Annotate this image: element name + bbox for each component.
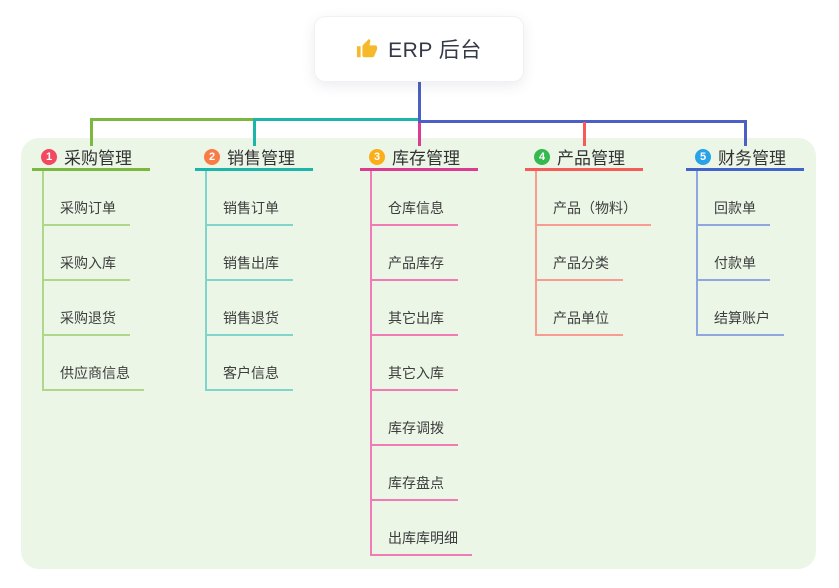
branch-node-2[interactable]: 2 销售管理 bbox=[195, 145, 313, 171]
children-connector-line bbox=[696, 171, 698, 335]
branch-label: 采购管理 bbox=[64, 149, 132, 168]
child-node[interactable]: 回款单 bbox=[696, 198, 770, 226]
branch-children: 产品（物料） 产品分类产品单位 bbox=[525, 171, 651, 336]
child-row: 产品库存 bbox=[360, 226, 478, 281]
children-connector-line bbox=[205, 171, 207, 390]
child-node[interactable]: 产品分类 bbox=[535, 253, 623, 281]
thumbs-up-icon bbox=[357, 38, 378, 58]
child-row: 客户信息 bbox=[195, 336, 313, 391]
child-node[interactable]: 库存盘点 bbox=[370, 473, 458, 501]
child-row: 销售订单 bbox=[195, 171, 313, 226]
branch-1: 1 采购管理采购订单采购入库采购退货供应商信息 bbox=[32, 145, 150, 391]
branch-children: 仓库信息产品库存其它出库其它入库库存调拨库存盘点出库库明细 bbox=[360, 171, 478, 556]
branch-number-badge: 5 bbox=[695, 148, 711, 165]
child-node[interactable]: 其它入库 bbox=[370, 363, 458, 391]
branch-1-drop-line bbox=[89, 118, 93, 146]
child-node[interactable]: 仓库信息 bbox=[370, 198, 458, 226]
child-row: 回款单 bbox=[686, 171, 804, 226]
child-row: 产品分类 bbox=[525, 226, 651, 281]
child-row: 库存调拨 bbox=[360, 391, 478, 446]
root-node[interactable]: ERP 后台 bbox=[315, 17, 523, 81]
root-trunk-line bbox=[417, 81, 421, 123]
branch-2: 2 销售管理销售订单销售出库销售退货客户信息 bbox=[195, 145, 313, 391]
branch-label: 库存管理 bbox=[392, 149, 460, 168]
child-row: 出库库明细 bbox=[360, 501, 478, 556]
branches-panel-background bbox=[21, 138, 816, 569]
child-node[interactable]: 供应商信息 bbox=[42, 363, 144, 391]
child-node[interactable]: 库存调拨 bbox=[370, 418, 458, 446]
branch-node-4[interactable]: 4 产品管理 bbox=[525, 145, 643, 171]
child-row: 产品单位 bbox=[525, 281, 651, 336]
child-node[interactable]: 产品单位 bbox=[535, 308, 623, 336]
child-node[interactable]: 客户信息 bbox=[205, 363, 293, 391]
child-node[interactable]: 采购入库 bbox=[42, 253, 130, 281]
branch-2-drop-line bbox=[252, 118, 256, 146]
child-node[interactable]: 销售订单 bbox=[205, 198, 293, 226]
branch-children: 回款单付款单结算账户 bbox=[686, 171, 804, 336]
child-node[interactable]: 销售出库 bbox=[205, 253, 293, 281]
child-row: 结算账户 bbox=[686, 281, 804, 336]
branch-3: 3 库存管理仓库信息产品库存其它出库其它入库库存调拨库存盘点出库库明细 bbox=[360, 145, 478, 556]
branch-label: 销售管理 bbox=[227, 149, 295, 168]
branch-4: 4 产品管理产品（物料） 产品分类产品单位 bbox=[525, 145, 651, 336]
child-node[interactable]: 其它出库 bbox=[370, 308, 458, 336]
branch-node-1[interactable]: 1 采购管理 bbox=[32, 145, 150, 171]
child-row: 其它出库 bbox=[360, 281, 478, 336]
child-row: 仓库信息 bbox=[360, 171, 478, 226]
child-node[interactable]: 采购退货 bbox=[42, 308, 130, 336]
child-node[interactable]: 出库库明细 bbox=[370, 528, 472, 556]
branch-number-badge: 2 bbox=[204, 148, 220, 165]
child-row: 销售出库 bbox=[195, 226, 313, 281]
child-row: 供应商信息 bbox=[32, 336, 150, 391]
child-row: 采购订单 bbox=[32, 171, 150, 226]
branch-3-drop-line bbox=[417, 122, 421, 146]
child-node[interactable]: 产品库存 bbox=[370, 253, 458, 281]
branch-children: 采购订单采购入库采购退货供应商信息 bbox=[32, 171, 150, 391]
root-label: ERP 后台 bbox=[388, 39, 482, 62]
child-row: 销售退货 bbox=[195, 281, 313, 336]
child-row: 产品（物料） bbox=[525, 171, 651, 226]
child-row: 付款单 bbox=[686, 226, 804, 281]
branch-number-badge: 4 bbox=[534, 148, 550, 165]
branch-number-badge: 3 bbox=[369, 148, 385, 165]
branch-label: 财务管理 bbox=[718, 149, 786, 168]
branch-5: 5 财务管理回款单付款单结算账户 bbox=[686, 145, 804, 336]
child-node[interactable]: 采购订单 bbox=[42, 198, 130, 226]
right-bus-line bbox=[417, 120, 747, 123]
child-node[interactable]: 结算账户 bbox=[696, 308, 784, 336]
child-row: 其它入库 bbox=[360, 336, 478, 391]
branch-1-bus-line bbox=[89, 118, 256, 121]
branch-5-drop-line bbox=[743, 120, 747, 146]
child-row: 采购退货 bbox=[32, 281, 150, 336]
branch-children: 销售订单销售出库销售退货客户信息 bbox=[195, 171, 313, 391]
children-connector-line bbox=[370, 171, 372, 555]
child-node[interactable]: 产品（物料） bbox=[535, 198, 651, 226]
child-node[interactable]: 销售退货 bbox=[205, 308, 293, 336]
children-connector-line bbox=[42, 171, 44, 390]
branch-4-drop-line bbox=[582, 122, 586, 146]
branch-2-bus-line bbox=[252, 118, 421, 121]
branch-node-5[interactable]: 5 财务管理 bbox=[686, 145, 804, 171]
children-connector-line bbox=[535, 171, 537, 335]
branch-label: 产品管理 bbox=[557, 149, 625, 168]
child-row: 采购入库 bbox=[32, 226, 150, 281]
branch-node-3[interactable]: 3 库存管理 bbox=[360, 145, 478, 171]
branch-number-badge: 1 bbox=[41, 148, 57, 165]
child-row: 库存盘点 bbox=[360, 446, 478, 501]
child-node[interactable]: 付款单 bbox=[696, 253, 770, 281]
